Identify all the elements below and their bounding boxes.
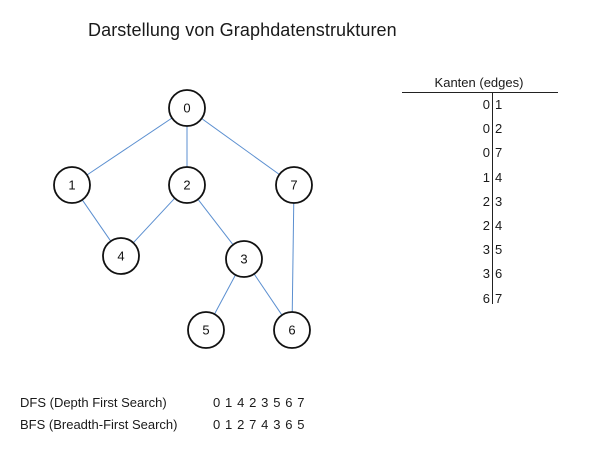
node-circle (53, 166, 91, 204)
bfs-label: BFS (Breadth-First Search) (20, 417, 178, 432)
node-5: 5 (187, 311, 225, 349)
edge-from-cell: 1 (482, 169, 490, 185)
edge-2-3 (197, 198, 234, 246)
edge-3-6 (253, 273, 283, 316)
edge-from-cell: 0 (482, 145, 490, 161)
node-circle (187, 311, 225, 349)
node-layer: 0 1 2 7 4 3 5 6 (53, 89, 313, 349)
edges-table-title: Kanten (edges) (434, 75, 524, 90)
edge-to-cell: 4 (495, 169, 503, 185)
node-3: 3 (225, 240, 263, 278)
edge-0-1 (86, 117, 173, 176)
node-circle (225, 240, 263, 278)
edge-to-cell: 3 (495, 193, 503, 209)
edge-from-cell: 2 (482, 193, 490, 209)
node-label: 7 (290, 178, 297, 193)
edge-from-cell: 2 (482, 218, 490, 233)
edge-1-4 (81, 199, 112, 242)
node-4: 4 (102, 237, 140, 275)
node-7: 7 (275, 166, 313, 204)
edges-table-header-rule (402, 92, 558, 93)
edge-2-4 (132, 197, 176, 244)
page-title: Darstellung von Graphdatenstrukturen (88, 20, 397, 40)
edge-from-cell: 3 (482, 242, 490, 258)
node-label: 4 (117, 249, 124, 264)
edge-to-cell: 2 (495, 121, 503, 137)
edge-to-cell: 4 (495, 218, 503, 233)
node-2: 2 (168, 166, 206, 204)
edge-to-cell: 6 (495, 266, 503, 282)
node-circle (168, 166, 206, 204)
bfs-sequence: 0 1 2 7 4 3 6 5 (213, 417, 306, 432)
node-label: 1 (68, 178, 75, 193)
edge-to-cell: 7 (495, 290, 503, 306)
edge-6-7 (291, 202, 295, 313)
node-label: 2 (183, 178, 190, 193)
edge-3-5 (214, 274, 236, 315)
edge-from-cell: 0 (482, 121, 490, 137)
node-circle (102, 237, 140, 275)
edge-to-cell: 1 (495, 97, 503, 112)
node-circle (273, 311, 311, 349)
dfs-sequence: 0 1 4 2 3 5 6 7 (213, 395, 306, 410)
node-1: 1 (53, 166, 91, 204)
node-circle (168, 89, 206, 127)
edge-layer (81, 117, 295, 316)
node-circle (275, 166, 313, 204)
edge-to-cell: 5 (495, 242, 503, 258)
node-label: 0 (183, 101, 190, 116)
node-6: 6 (273, 311, 311, 349)
edge-from-cell: 6 (482, 290, 490, 306)
edge-from-cell: 0 (482, 97, 490, 112)
node-label: 3 (240, 252, 247, 267)
edges-table-column-divider (492, 92, 493, 304)
node-0: 0 (168, 89, 206, 127)
edge-to-cell: 7 (495, 145, 503, 161)
node-label: 5 (202, 323, 209, 338)
edge-0-7 (201, 118, 280, 175)
dfs-label: DFS (Depth First Search) (20, 395, 167, 410)
node-label: 6 (288, 323, 295, 338)
edge-from-cell: 3 (482, 266, 490, 282)
